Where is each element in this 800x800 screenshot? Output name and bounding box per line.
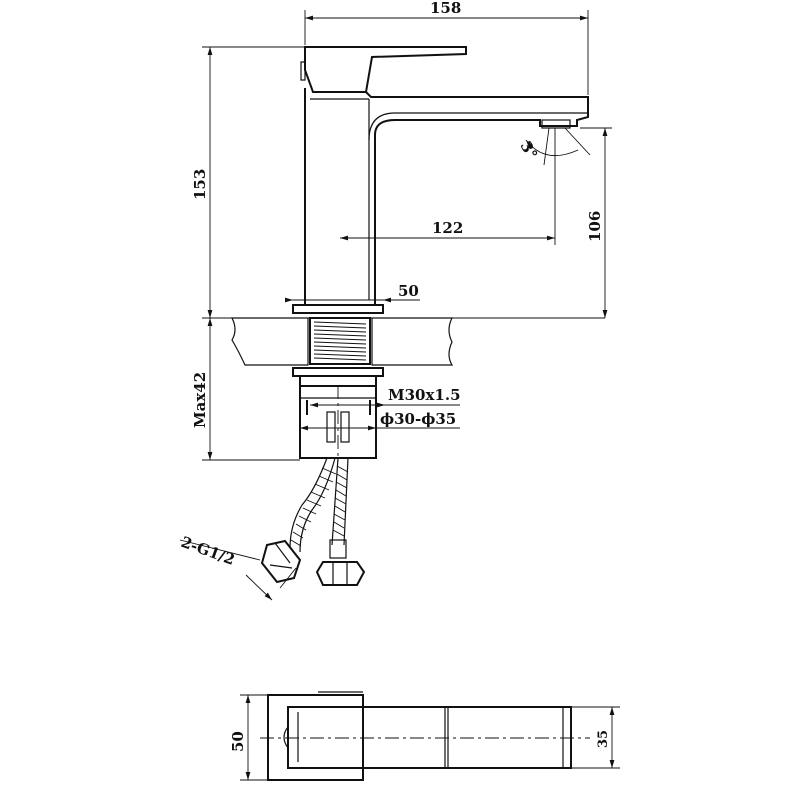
dim-plan-handle-width: 35	[596, 730, 611, 748]
plan-view	[240, 691, 620, 781]
dim-spout-reach: 122	[432, 219, 463, 237]
dim-spout-angle: 3°	[517, 138, 542, 163]
dim-thread: M30x1.5	[388, 386, 461, 404]
washer	[292, 367, 384, 377]
base-flange	[292, 304, 384, 314]
dim-hose-connection: 2-G1/2	[179, 533, 238, 569]
dim-plan-depth: 50	[229, 731, 247, 752]
handle-lever	[304, 46, 467, 93]
dim-hole-diameter: ϕ30-ϕ35	[380, 410, 456, 428]
hose-fitting-right	[315, 561, 366, 586]
dimension-lines	[179, 10, 612, 601]
threaded-shank	[292, 317, 384, 462]
faucet-body	[292, 46, 589, 314]
dim-spout-height: 106	[586, 211, 604, 242]
countertop-section	[231, 317, 454, 366]
dim-base-diameter: 50	[398, 282, 419, 300]
hose-fitting-left	[260, 539, 302, 584]
aerator	[541, 119, 571, 129]
spout-inner-line	[368, 112, 587, 141]
braided-hoses	[260, 457, 366, 586]
locking-nut	[299, 375, 377, 387]
plan-handle	[287, 706, 572, 769]
plan-base	[267, 694, 364, 781]
dim-overall-width: 158	[430, 0, 461, 17]
hose-ferrule-right	[329, 539, 347, 559]
dim-max-deck-thickness: Max42	[191, 372, 209, 428]
handle-knob	[300, 61, 306, 81]
dim-overall-height: 153	[191, 169, 209, 200]
spout-body	[304, 88, 589, 306]
